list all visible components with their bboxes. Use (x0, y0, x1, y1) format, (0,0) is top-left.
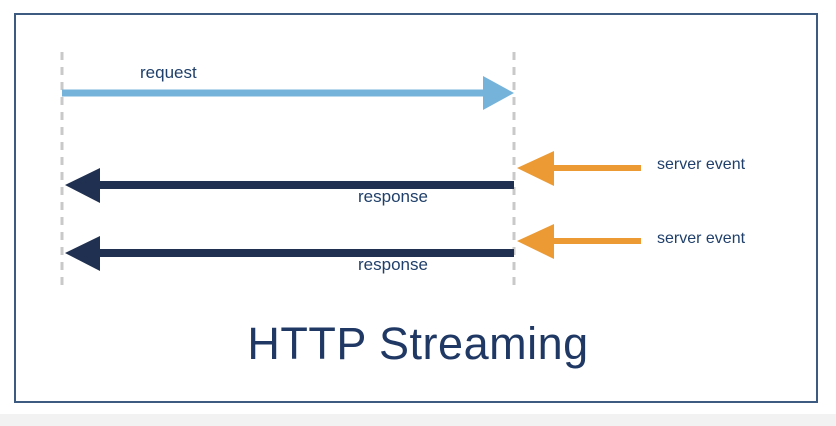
response-arrow-2-head (65, 236, 100, 271)
response-label-2: response (358, 255, 428, 274)
request-arrow (62, 76, 514, 110)
request-label: request (140, 63, 197, 82)
server-event-arrow-2 (517, 224, 641, 259)
page-bottom-strip (0, 414, 836, 426)
diagram-frame (14, 13, 818, 403)
server-event-label-1: server event (657, 156, 746, 173)
response-arrow-1 (65, 168, 514, 203)
lifeline-group (60, 52, 516, 286)
server-event-arrow-1-head (517, 151, 554, 186)
server-event-label-2: server event (657, 230, 746, 247)
diagram-title: HTTP Streaming (247, 318, 589, 369)
response-arrow-1-head (65, 168, 100, 203)
server-event-arrow-2-head (517, 224, 554, 259)
response-arrow-2 (65, 236, 514, 271)
request-arrow-head (483, 76, 514, 110)
server-event-arrow-1 (517, 151, 641, 186)
response-label-1: response (358, 187, 428, 206)
